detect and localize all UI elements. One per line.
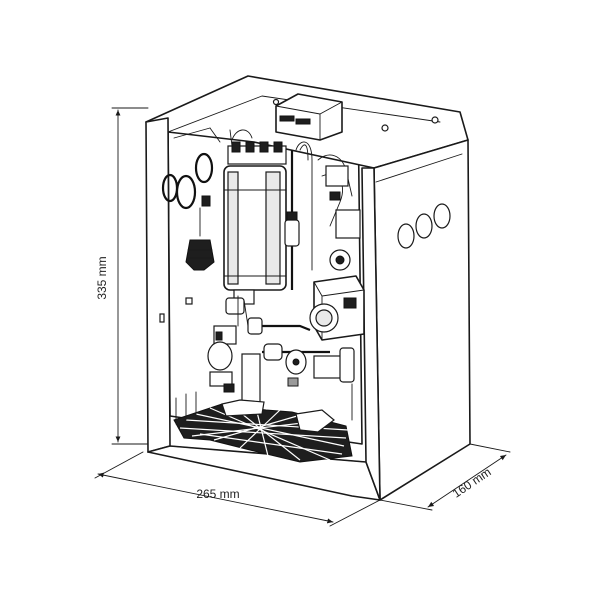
depth-label: 160 mm (450, 465, 494, 501)
rivet-icon (185, 297, 193, 305)
fitting-nut-icon (215, 331, 223, 341)
drop-pipe (243, 299, 249, 327)
boiler-cap (227, 145, 287, 165)
cabinet-right-panel (373, 139, 471, 501)
pump-hub-icon (315, 309, 333, 327)
height-dimension: 335 mm (95, 107, 149, 445)
inner-rail (173, 127, 211, 139)
flow-meter-dot-icon (292, 358, 300, 366)
boiler-shadow (265, 171, 281, 285)
depth-extension-front (379, 499, 433, 511)
width-label: 265 mm (196, 487, 239, 501)
valve-fitting (209, 371, 233, 387)
pipework (207, 141, 365, 413)
drip-tray (173, 391, 353, 463)
width-dimension-line (97, 472, 334, 524)
control-box-body (275, 93, 343, 141)
boiler-terminal-icon (245, 141, 255, 153)
connector-icon (295, 118, 311, 125)
float-valve-ridges (187, 249, 213, 259)
tray-raised-plate (295, 409, 335, 433)
hose-inner (299, 144, 309, 161)
o-ring-icon (194, 152, 214, 184)
drain-cap-icon (287, 377, 299, 387)
inner-details (159, 127, 353, 421)
depth-extension-back (469, 443, 511, 453)
pump-icon (207, 341, 233, 371)
width-extension-left (94, 451, 144, 479)
height-label: 335 mm (95, 256, 109, 299)
side-port-icon (415, 213, 433, 239)
coil-icon (343, 297, 357, 309)
cabinet-left-frame (145, 117, 171, 453)
boiler-highlight (227, 171, 239, 285)
pipe-union-icon (247, 317, 263, 335)
rivet-icon (159, 313, 165, 323)
relay-terminal-icon (329, 191, 341, 201)
boiler-terminal-icon (259, 141, 269, 153)
boiler-cylinder (223, 129, 287, 315)
width-extension-right (329, 499, 381, 527)
hose (295, 141, 313, 271)
relay-block (325, 165, 349, 187)
sensor-cap-icon (286, 211, 298, 221)
side-port-icon (433, 203, 451, 229)
top-screw-icon (431, 116, 439, 124)
pressure-sensor-dot-icon (335, 255, 345, 265)
fitting-nut-icon (223, 383, 235, 393)
cabinet-front-right-edge (361, 167, 381, 501)
manifold-pipe (248, 324, 311, 332)
left-wall-slots (175, 391, 197, 425)
boiler-terminal-icon (273, 141, 283, 153)
depth-dimension-line (427, 454, 507, 508)
top-screw-icon (381, 124, 389, 132)
valve-fitting (339, 347, 355, 383)
connector-icon (279, 115, 295, 122)
pipe-union-icon (263, 343, 283, 361)
inner-bracket (209, 127, 233, 147)
cabinet-top-inner-edge (167, 95, 441, 133)
float-valve-icon (185, 239, 215, 271)
side-port-icon (397, 223, 415, 249)
left-wall-fittings (161, 152, 215, 271)
valve-block (335, 209, 361, 239)
boiler-bands (223, 189, 287, 277)
o-ring-icon (175, 174, 197, 210)
boiler-terminal-icon (231, 141, 241, 153)
width-dimension: 265 mm (94, 451, 381, 527)
top-screw-icon (272, 98, 280, 106)
clip-icon (201, 195, 211, 207)
tray-raised-plate (221, 399, 265, 417)
right-panel-chamfer (375, 153, 463, 183)
control-box (275, 93, 343, 141)
outlet-fitting (225, 297, 245, 315)
boiler-wire (231, 129, 253, 141)
sensor-cylinder-icon (284, 219, 300, 247)
